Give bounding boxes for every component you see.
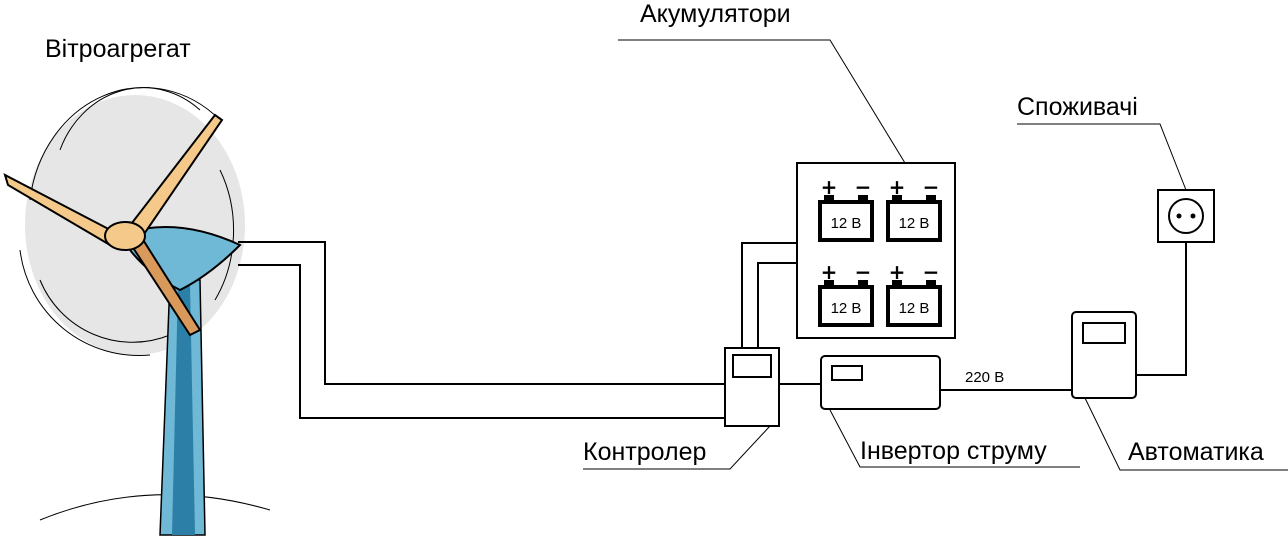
controller-display	[732, 354, 772, 378]
battery-plus-sign: +	[821, 260, 838, 284]
battery-minus-sign: −	[855, 260, 872, 284]
battery-voltage-label: 12 В	[831, 300, 862, 317]
label-voltage-ac: 220 В	[965, 369, 1004, 386]
rotation-arc	[29, 87, 221, 201]
battery-minus-sign: −	[855, 175, 872, 199]
battery-body	[886, 200, 942, 242]
socket-pin	[1176, 213, 1182, 219]
label-automation: Автоматика	[1128, 438, 1264, 466]
label-wind-turbine: Вітроагрегат	[45, 35, 191, 63]
battery-minus-sign: −	[923, 260, 940, 284]
ground-line	[39, 494, 271, 521]
battery-terminal	[926, 195, 936, 202]
leader-automation	[1084, 397, 1288, 471]
battery-body	[818, 200, 874, 242]
battery-icon: +− 12 В	[818, 175, 874, 242]
leader-consumers	[1017, 123, 1187, 191]
wire-controller-battery-2	[757, 262, 797, 348]
leader-batteries	[618, 39, 906, 164]
battery-terminal	[824, 195, 834, 202]
automation-device	[1071, 311, 1137, 399]
leader-lines	[583, 39, 1288, 471]
battery-voltage-label: 12 В	[899, 215, 930, 232]
battery-icon: +− 12 В	[818, 260, 874, 327]
wiring	[238, 241, 1187, 419]
inverter-device	[820, 355, 941, 410]
turbine-hub	[104, 221, 146, 251]
battery-body	[818, 285, 874, 327]
wire-automation-socket	[1136, 242, 1187, 376]
turbine-tower-shade	[172, 285, 195, 535]
battery-bank: +−12 В +−12 В +−12 В +−12 В	[796, 162, 956, 339]
inverter-box	[820, 355, 941, 410]
battery-plus-sign: +	[889, 175, 906, 199]
battery-terminal	[892, 195, 902, 202]
battery-icon: +− 12 В	[886, 175, 942, 242]
battery-minus-sign: −	[923, 175, 940, 199]
leader-controller	[583, 425, 771, 470]
automation-display	[1082, 322, 1126, 344]
label-inverter: Інвертор струму	[860, 437, 1047, 465]
battery-terminal	[858, 280, 868, 287]
leader-inverter	[829, 409, 1080, 468]
power-socket-icon	[1157, 189, 1215, 243]
wind-turbine-icon	[3, 87, 271, 536]
wire-turbine-controller-2	[238, 264, 725, 419]
battery-terminal	[926, 280, 936, 287]
rotation-arc	[59, 87, 201, 151]
battery-body	[886, 285, 942, 327]
rotation-arc	[39, 279, 171, 343]
socket-pin	[1190, 213, 1196, 219]
battery-icon: +− 12 В	[886, 260, 942, 327]
wire-controller-battery-1	[741, 242, 797, 348]
wire-turbine-controller-1	[238, 241, 725, 385]
rotation-arc	[214, 169, 235, 301]
battery-terminal	[892, 280, 902, 287]
battery-plus-sign: +	[889, 260, 906, 284]
battery-plus-sign: +	[821, 175, 838, 199]
battery-terminal	[858, 195, 868, 202]
socket-face	[1168, 198, 1204, 234]
label-batteries: Акумулятори	[640, 0, 791, 28]
label-controller: Контролер	[583, 438, 706, 466]
inverter-display	[831, 365, 863, 381]
battery-voltage-label: 12 В	[831, 215, 862, 232]
controller-device	[724, 347, 780, 427]
rotation-arc	[19, 249, 151, 356]
battery-terminal	[824, 280, 834, 287]
label-consumers: Споживачі	[1017, 93, 1138, 121]
battery-voltage-label: 12 В	[899, 300, 930, 317]
